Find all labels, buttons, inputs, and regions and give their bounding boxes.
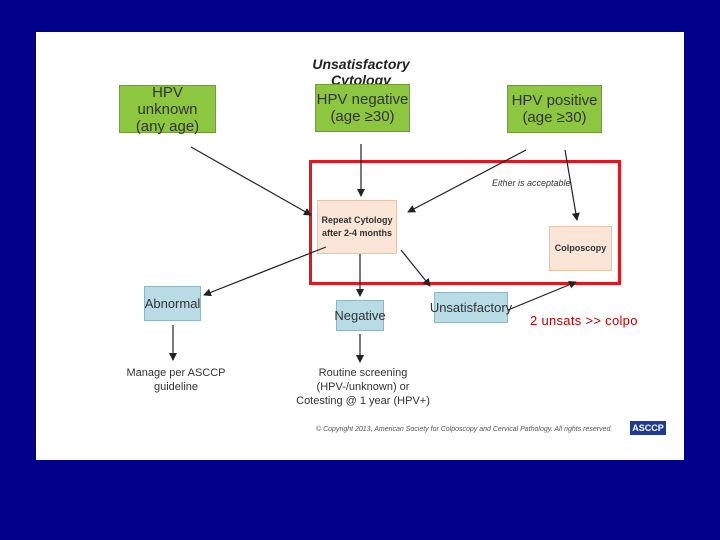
- negative-box: Negative: [334, 300, 386, 331]
- hpv-positive-box: HPV positive (age ≥30): [507, 85, 602, 133]
- flow-arrows: [169, 144, 580, 363]
- either-acceptable-label: Either is acceptable: [492, 178, 571, 188]
- hpv-unknown-line1: HPV unknown: [137, 83, 198, 118]
- arrow-repeat-to-unsatisfactory: [400, 249, 431, 287]
- routine-line1: Routine screening (HPV-/unknown) or: [316, 367, 410, 393]
- repeat-cytology-line2: after 2-4 months: [321, 228, 392, 238]
- arrow-unsatisfactory-to-colposcopy: [507, 280, 577, 311]
- slide: Unsatisfactory Cytology HPV unknown (any…: [36, 32, 684, 460]
- unsatisfactory-label: Unsatisfactory: [429, 300, 513, 315]
- arrow-positive-to-repeat: [407, 149, 527, 213]
- abnormal-box: Abnormal: [144, 286, 201, 321]
- copyright-text: © Copyright 2013, American Society for C…: [316, 426, 613, 433]
- manage-line1: Manage per ASCCP: [126, 367, 226, 379]
- hpv-negative-line1: HPV negative: [316, 91, 409, 108]
- manage-line2: guideline: [153, 381, 199, 393]
- asccp-logo: ASCCP: [630, 421, 666, 435]
- colposcopy-box: Colposcopy: [549, 226, 612, 271]
- negative-label: Negative: [334, 308, 386, 323]
- colposcopy-label: Colposcopy: [554, 243, 607, 253]
- hpv-unknown-line2: (any age): [135, 117, 200, 135]
- arrow-unknown-to-repeat: [190, 146, 312, 216]
- annotation-text: 2 unsats >> colpo: [530, 313, 638, 328]
- hpv-negative-line2: (age ≥30): [330, 108, 395, 125]
- hpv-negative-box: HPV negative (age ≥30): [315, 84, 410, 132]
- repeat-cytology-line1: Repeat Cytology: [321, 215, 393, 225]
- manage-outcome: Manage per ASCCP guideline: [124, 366, 228, 394]
- arrow-repeat-to-abnormal: [203, 246, 327, 297]
- hpv-positive-line2: (age ≥30): [522, 109, 587, 126]
- arrow-positive-to-colposcopy: [564, 149, 580, 221]
- abnormal-label: Abnormal: [144, 296, 201, 311]
- hpv-positive-line1: HPV positive: [511, 92, 598, 109]
- routine-outcome: Routine screening (HPV-/unknown) or Cote…: [278, 366, 448, 408]
- routine-line2: Cotesting @ 1 year (HPV+): [296, 395, 430, 407]
- repeat-cytology-box: Repeat Cytology after 2-4 months: [317, 200, 397, 254]
- highlight-box: [309, 160, 621, 285]
- unsatisfactory-box: Unsatisfactory: [430, 292, 512, 323]
- hpv-unknown-box: HPV unknown (any age): [119, 83, 216, 135]
